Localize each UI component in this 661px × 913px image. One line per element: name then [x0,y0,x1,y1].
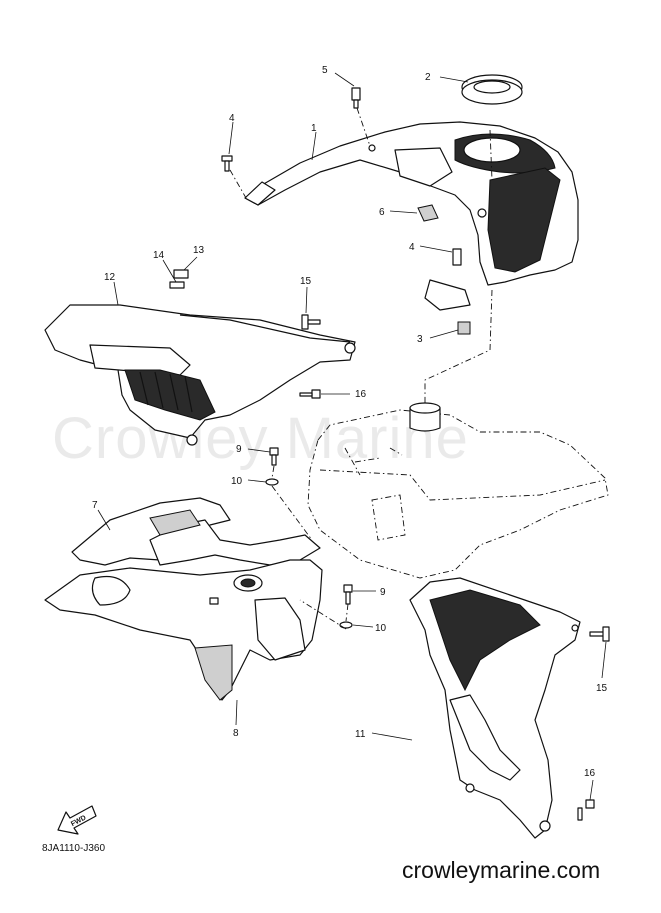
callout-10a: 10 [231,476,243,487]
screw-part-16-lower[interactable] [577,799,595,821]
callout-7: 7 [92,500,98,511]
front-cover-part-7[interactable] [71,497,321,566]
grommet-part-13[interactable] [173,269,189,279]
screw-part-15-right[interactable] [589,626,610,642]
screw-part-4-left[interactable] [221,155,233,172]
bolt-part-9-upper[interactable] [269,447,279,466]
tank-cover-part-1[interactable] [244,121,579,286]
callout-9a: 9 [236,444,242,455]
callout-1: 1 [311,123,317,134]
callout-13: 13 [193,245,205,256]
callout-11: 11 [355,729,366,740]
fuel-tank-outline [307,129,609,579]
callout-16b: 16 [584,768,596,779]
callout-16a: 16 [355,389,367,400]
clip-part-14[interactable] [169,281,185,289]
fwd-arrow-icon: FWD [57,805,97,835]
screw-part-16-upper[interactable] [299,389,321,399]
screw-part-15-upper[interactable] [301,314,321,330]
callout-4a: 4 [229,113,235,124]
side-cover-part-12[interactable] [44,304,356,446]
callout-6: 6 [379,207,385,218]
callout-15b: 15 [596,683,608,694]
callout-14: 14 [153,250,165,261]
callout-10b: 10 [375,623,387,634]
callout-12: 12 [104,272,116,283]
diagram-code: 8JA1110-J360 [42,843,106,854]
washer-part-10-upper[interactable] [265,478,279,486]
clip-part-6[interactable] [417,204,439,222]
callout-2: 2 [425,72,431,83]
site-url[interactable]: crowleymarine.com [402,857,601,883]
callout-15a: 15 [300,276,312,287]
side-panel-part-11[interactable] [409,577,581,839]
filler-cap-ring-part-2[interactable] [461,74,523,105]
bracket-part-3[interactable] [424,279,471,335]
leader-lines [97,72,607,801]
callout-5: 5 [322,65,328,76]
lower-cover-part-8[interactable] [44,559,323,701]
bolt-part-9-lower[interactable] [343,584,353,605]
callout-8: 8 [233,728,239,739]
screw-part-4-right[interactable] [452,248,462,266]
bolt-part-5[interactable] [351,87,361,109]
callout-3: 3 [417,334,423,345]
callout-4b: 4 [409,242,415,253]
watermark: Crowley Marine [52,406,469,471]
callout-9b: 9 [380,587,386,598]
washer-part-10-lower[interactable] [339,621,353,629]
callout-labels: 1 2 3 4 4 5 6 7 8 9 9 10 10 11 12 13 14 … [92,65,608,779]
